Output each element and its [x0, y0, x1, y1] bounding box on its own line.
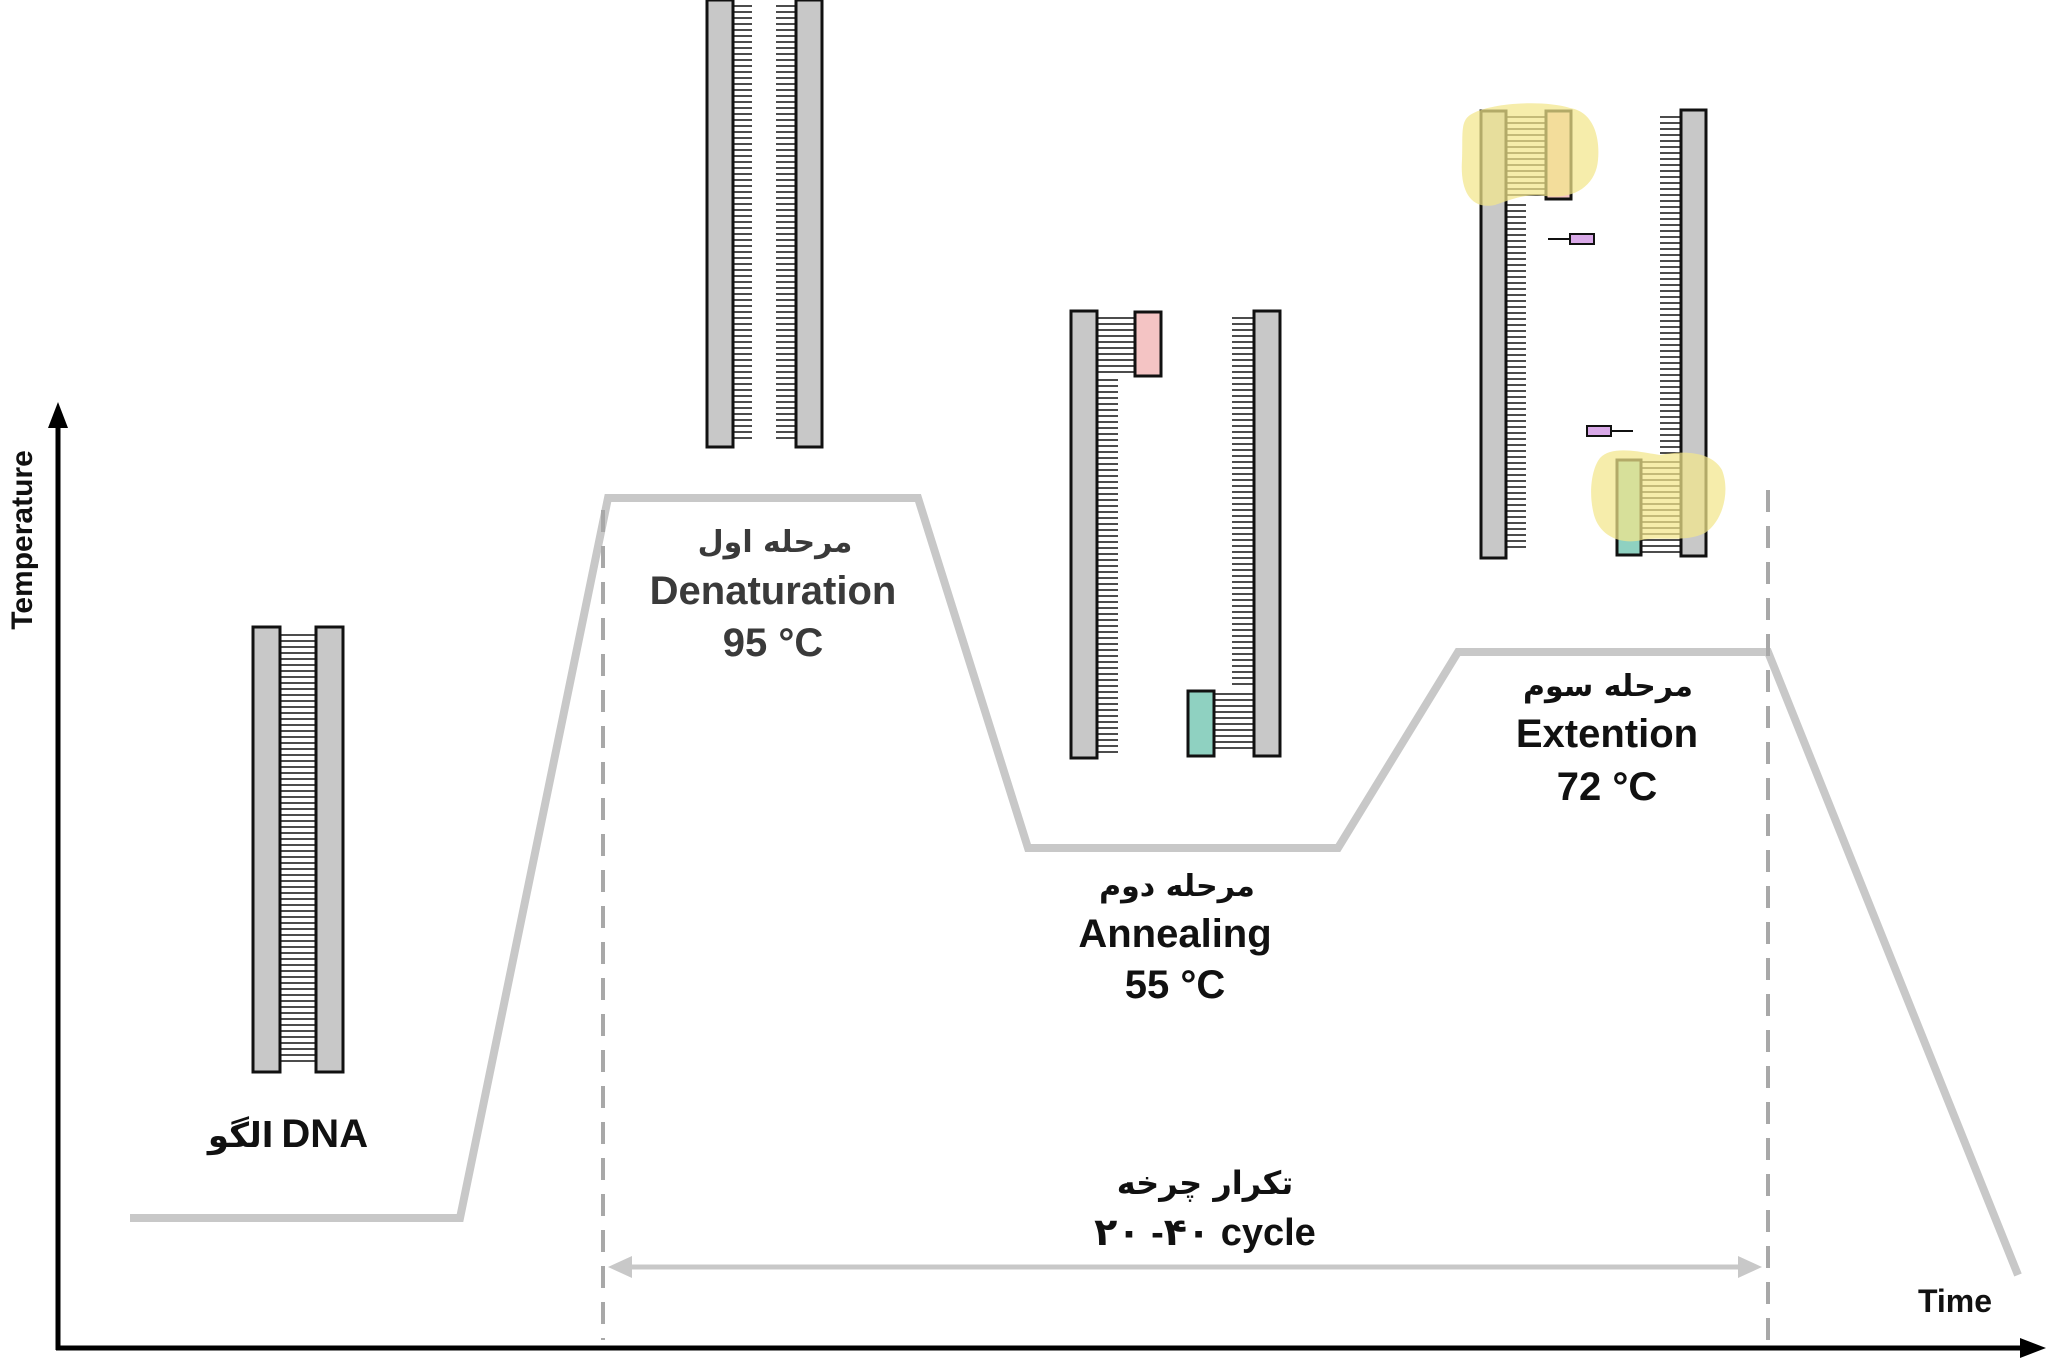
stage-name-label: Extention	[1516, 712, 1698, 756]
stage-temp-label: 72 °C	[1557, 765, 1658, 809]
forward-primer-icon	[1133, 310, 1163, 378]
y-axis-arrow-icon	[48, 402, 68, 428]
stage-temp-label: 55 °C	[1125, 963, 1226, 1007]
stage-name-label: Denaturation	[650, 569, 897, 613]
cycle-arrow-right-icon	[1738, 1256, 1762, 1278]
cycle-range-label: ۲۰ -۴۰ cycle	[1094, 1212, 1316, 1254]
stage-temp-label: 95 °C	[723, 621, 824, 665]
stage-extension-label: مرحله سوم Extention 72 °C	[1516, 669, 1698, 809]
annealing-dna-icon	[1069, 309, 1282, 760]
cycle-arrow	[608, 1256, 1762, 1278]
stage-fa-label: مرحله دوم	[1099, 869, 1255, 904]
extension-dna-icon	[1461, 103, 1726, 560]
stage-name-label: Annealing	[1078, 912, 1271, 956]
cycle-fa-label: تکرار چرخه	[1117, 1164, 1294, 1202]
y-axis-label: Temperature	[6, 450, 39, 630]
cycle-label: تکرار چرخه ۲۰ -۴۰ cycle	[1094, 1164, 1316, 1254]
template-dna-icon	[251, 625, 345, 1074]
x-axis-arrow-icon	[2020, 1338, 2046, 1358]
nucleotide-icon	[1586, 425, 1633, 437]
cycle-arrow-left-icon	[608, 1256, 632, 1278]
x-axis-label: Time	[1918, 1283, 1992, 1319]
stage-fa-label: مرحله سوم	[1523, 669, 1693, 704]
stage-fa-label: مرحله اول	[698, 525, 853, 560]
stage-denaturation-label: مرحله اول Denaturation 95 °C	[650, 525, 897, 665]
temperature-profile	[130, 494, 2022, 1277]
denatured-dna-icon	[705, 0, 824, 449]
polymerase-bottom-icon	[1591, 450, 1726, 542]
axes: Temperature Time	[6, 402, 2046, 1358]
polymerase-top-icon	[1461, 103, 1599, 206]
stage-annealing-label: مرحله دوم Annealing 55 °C	[1078, 869, 1271, 1007]
reverse-primer-icon	[1186, 689, 1216, 758]
nucleotide-icon	[1548, 233, 1595, 245]
